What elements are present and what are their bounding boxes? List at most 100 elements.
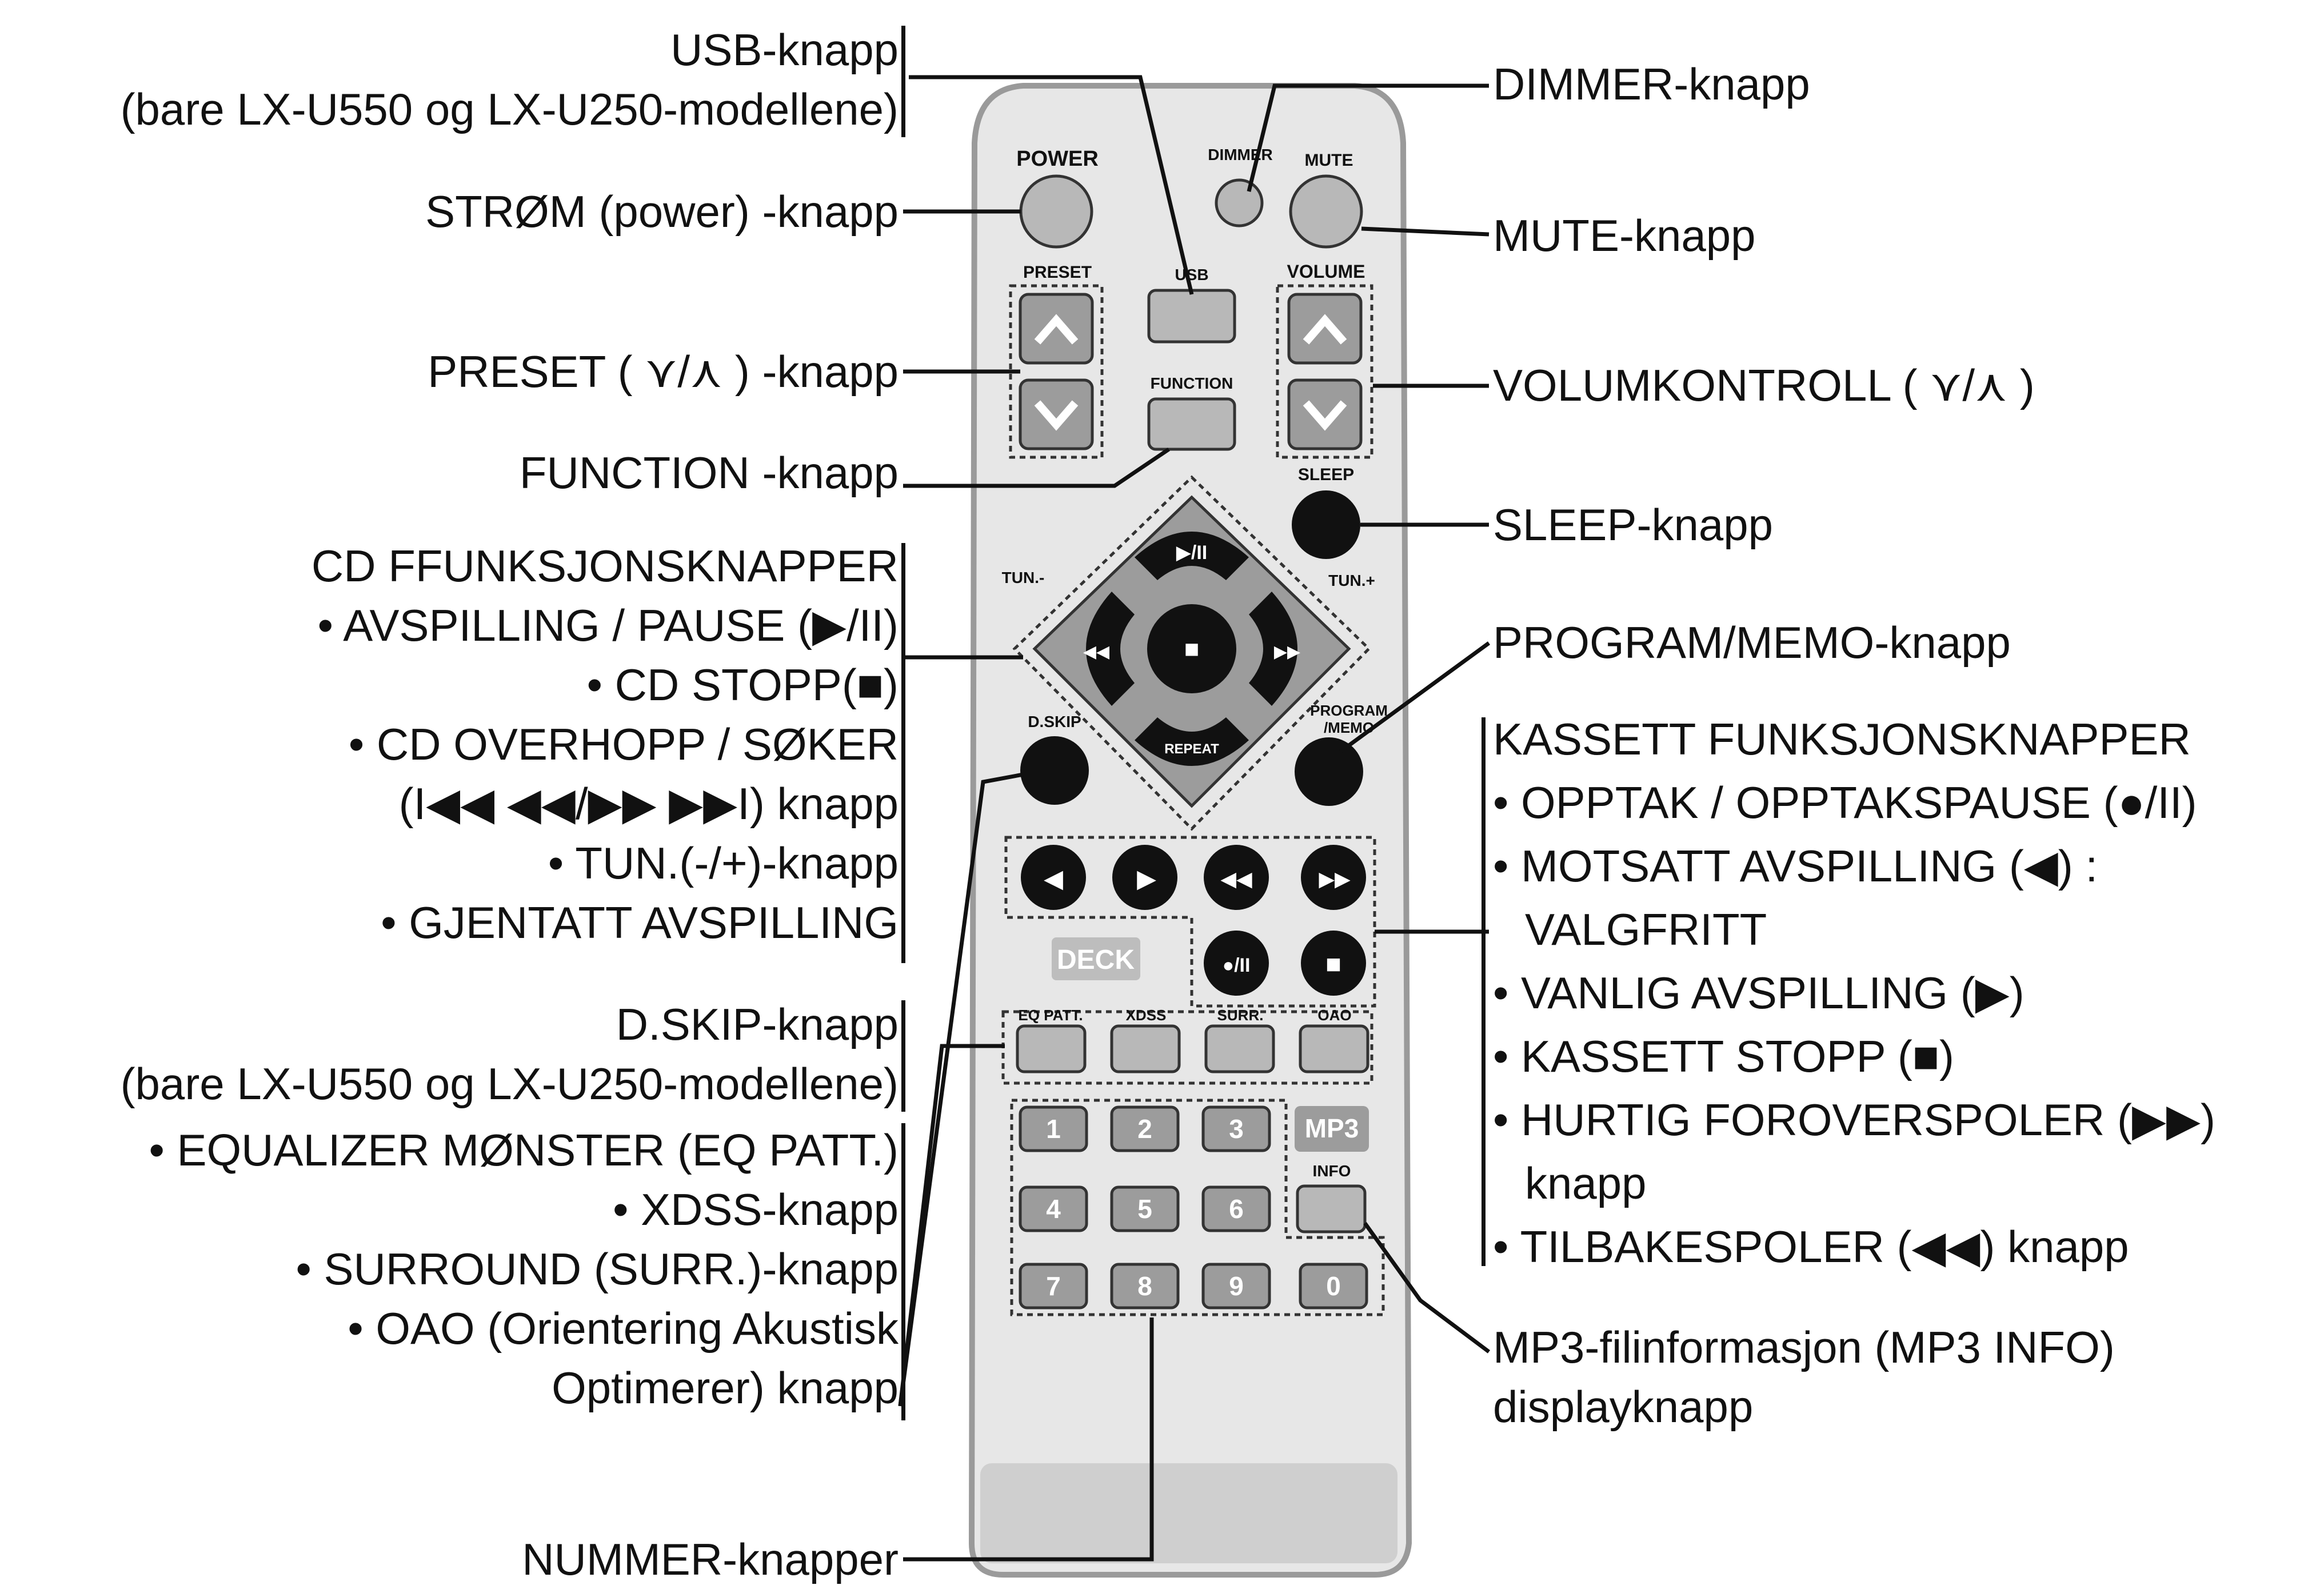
usb-label-line1: USB-knapp: [670, 25, 899, 75]
number-button-2[interactable]: [1110, 1105, 1180, 1152]
preset-label: PRESET ( ⋎/⋏ ) -knapp: [428, 346, 899, 397]
info-button[interactable]: [1296, 1184, 1367, 1233]
tape-ff-item: • HURTIG FOROVERSPOLER (▶▶): [1493, 1095, 2215, 1145]
tape-reverse-play-button[interactable]: [1021, 845, 1086, 910]
repeat-caption: REPEAT: [1164, 741, 1219, 757]
preset-up-button[interactable]: [1019, 293, 1094, 365]
function-button[interactable]: [1147, 397, 1236, 451]
dimmer-label: DIMMER-knapp: [1493, 59, 1810, 109]
tape-reverse-item-2: VALGFRITT: [1525, 904, 1767, 955]
number-button-9[interactable]: [1201, 1263, 1271, 1309]
volume-down-button[interactable]: [1287, 378, 1363, 450]
tun-minus-skip-button[interactable]: [1086, 592, 1135, 706]
reverse-play-icon: ◀: [1044, 865, 1063, 893]
number-label: 1: [1046, 1114, 1061, 1144]
mp3-label: MP3: [1305, 1113, 1359, 1143]
cd-skip-item-2: (I◀◀ ◀◀/▶▶ ▶▶I) knapp: [398, 778, 899, 829]
skip-forward-icon: ▶▶: [1274, 642, 1300, 661]
number-label: 0: [1326, 1271, 1341, 1301]
mp3-info-line1: MP3-filinformasjon (MP3 INFO): [1493, 1322, 2115, 1372]
program-caption: PROGRAM: [1310, 702, 1388, 719]
tape-functions-label: KASSETT FUNKSJONSKNAPPER • OPPTAK / OPPT…: [1493, 708, 2215, 1279]
oao-caption: OAO: [1317, 1007, 1351, 1024]
dskip-caption: D.SKIP: [1028, 713, 1081, 730]
surr-button[interactable]: [1204, 1024, 1275, 1073]
cd-skip-item: • CD OVERHOPP / SØKER: [348, 719, 899, 769]
power-button[interactable]: [1019, 174, 1093, 249]
bracket-bar: [901, 1000, 905, 1112]
stop-icon: ■: [1325, 949, 1341, 979]
number-button-6[interactable]: [1201, 1185, 1271, 1232]
number-button-1[interactable]: [1019, 1105, 1088, 1152]
eq-item: • EQUALIZER MØNSTER (EQ PATT.): [149, 1125, 899, 1175]
volume-up-button[interactable]: [1287, 293, 1363, 365]
tape-record-pause-button[interactable]: [1204, 931, 1269, 996]
bracket-bar: [901, 543, 905, 963]
mp3-info-line2: displayknapp: [1493, 1382, 1754, 1432]
tape-play-button[interactable]: [1112, 845, 1177, 910]
tape-ff-item-2: knapp: [1525, 1158, 1647, 1208]
cd-play-pause-item: • AVSPILLING / PAUSE (▶/II): [317, 600, 899, 650]
usb-label-line2: (bare LX-U550 og LX-U250-modellene): [120, 84, 899, 134]
record-pause-icon: ●/II: [1223, 955, 1251, 976]
eq-patt-button[interactable]: [1016, 1024, 1087, 1073]
preset-caption: PRESET: [1023, 263, 1092, 282]
program-memo-label: PROGRAM/MEMO-knapp: [1493, 617, 2011, 668]
tape-rewind-button[interactable]: [1204, 845, 1269, 910]
play-pause-button[interactable]: [1135, 532, 1249, 580]
tape-rewind-item: • TILBAKESPOLER (◀◀) knapp: [1493, 1221, 2129, 1272]
number-label: 7: [1046, 1271, 1061, 1301]
number-label: 5: [1137, 1194, 1152, 1224]
usb-label: USB-knapp (bare LX-U550 og LX-U250-model…: [121, 20, 899, 139]
mp3-info-label: MP3-filinformasjon (MP3 INFO) displaykna…: [1493, 1317, 2115, 1436]
dskip-label-line2: (bare LX-U550 og LX-U250-modellene): [120, 1059, 899, 1109]
number-label: 4: [1046, 1194, 1061, 1224]
bracket-bar: [901, 26, 905, 137]
sleep-caption: SLEEP: [1298, 465, 1354, 484]
repeat-button[interactable]: [1135, 717, 1249, 766]
chevron-down-icon: [1303, 400, 1347, 431]
usb-button[interactable]: [1147, 289, 1236, 344]
number-button-0[interactable]: [1299, 1263, 1368, 1309]
preset-down-button[interactable]: [1019, 378, 1094, 450]
oao-button[interactable]: [1299, 1024, 1369, 1073]
number-label: 9: [1229, 1271, 1244, 1301]
surr-caption: SURR.: [1217, 1007, 1264, 1024]
tape-reverse-item: • MOTSATT AVSPILLING (◀) :: [1493, 841, 2098, 891]
tun-plus-skip-button[interactable]: [1249, 592, 1297, 706]
function-caption: FUNCTION: [1151, 374, 1233, 392]
cd-stop-button[interactable]: [1147, 604, 1236, 693]
cd-functions-label: CD FFUNKSJONSKNAPPER • AVSPILLING / PAUS…: [312, 536, 899, 952]
surround-item: • SURROUND (SURR.)-knapp: [296, 1244, 899, 1294]
dskip-button[interactable]: [1020, 736, 1089, 805]
chevron-up-icon: [1034, 314, 1079, 345]
tape-stop-item: • KASSETT STOPP (■): [1493, 1031, 1954, 1081]
leader-lines: [898, 75, 1491, 1562]
number-button-3[interactable]: [1201, 1105, 1271, 1152]
number-button-7[interactable]: [1019, 1263, 1088, 1309]
dimmer-caption: DIMMER: [1208, 146, 1273, 163]
tape-record-item: • OPPTAK / OPPTAKSPAUSE (●/II): [1493, 777, 2197, 828]
number-label: 2: [1137, 1114, 1152, 1144]
tape-stop-button[interactable]: [1301, 931, 1366, 996]
number-button-5[interactable]: [1110, 1185, 1180, 1232]
number-button-4[interactable]: [1019, 1185, 1088, 1232]
usb-caption: USB: [1175, 266, 1208, 284]
mute-caption: MUTE: [1305, 151, 1353, 170]
deck-badge: [1052, 937, 1140, 980]
number-button-8[interactable]: [1110, 1263, 1180, 1309]
sleep-label: SLEEP-knapp: [1493, 500, 1773, 550]
xdss-button[interactable]: [1110, 1024, 1181, 1073]
dimmer-button[interactable]: [1215, 178, 1264, 227]
dskip-label: D.SKIP-knapp (bare LX-U550 og LX-U250-mo…: [121, 995, 899, 1113]
play-icon: ▶: [1137, 865, 1156, 893]
xdss-caption: XDSS: [1126, 1007, 1167, 1024]
fast-forward-icon: ▶▶: [1319, 867, 1351, 891]
tape-fast-forward-button[interactable]: [1301, 845, 1366, 910]
sleep-button[interactable]: [1292, 490, 1360, 559]
program-memo-button[interactable]: [1295, 737, 1363, 806]
bracket-bar: [1482, 717, 1486, 1266]
power-label: STRØM (power) -knapp: [425, 186, 899, 237]
mute-button[interactable]: [1289, 174, 1363, 249]
